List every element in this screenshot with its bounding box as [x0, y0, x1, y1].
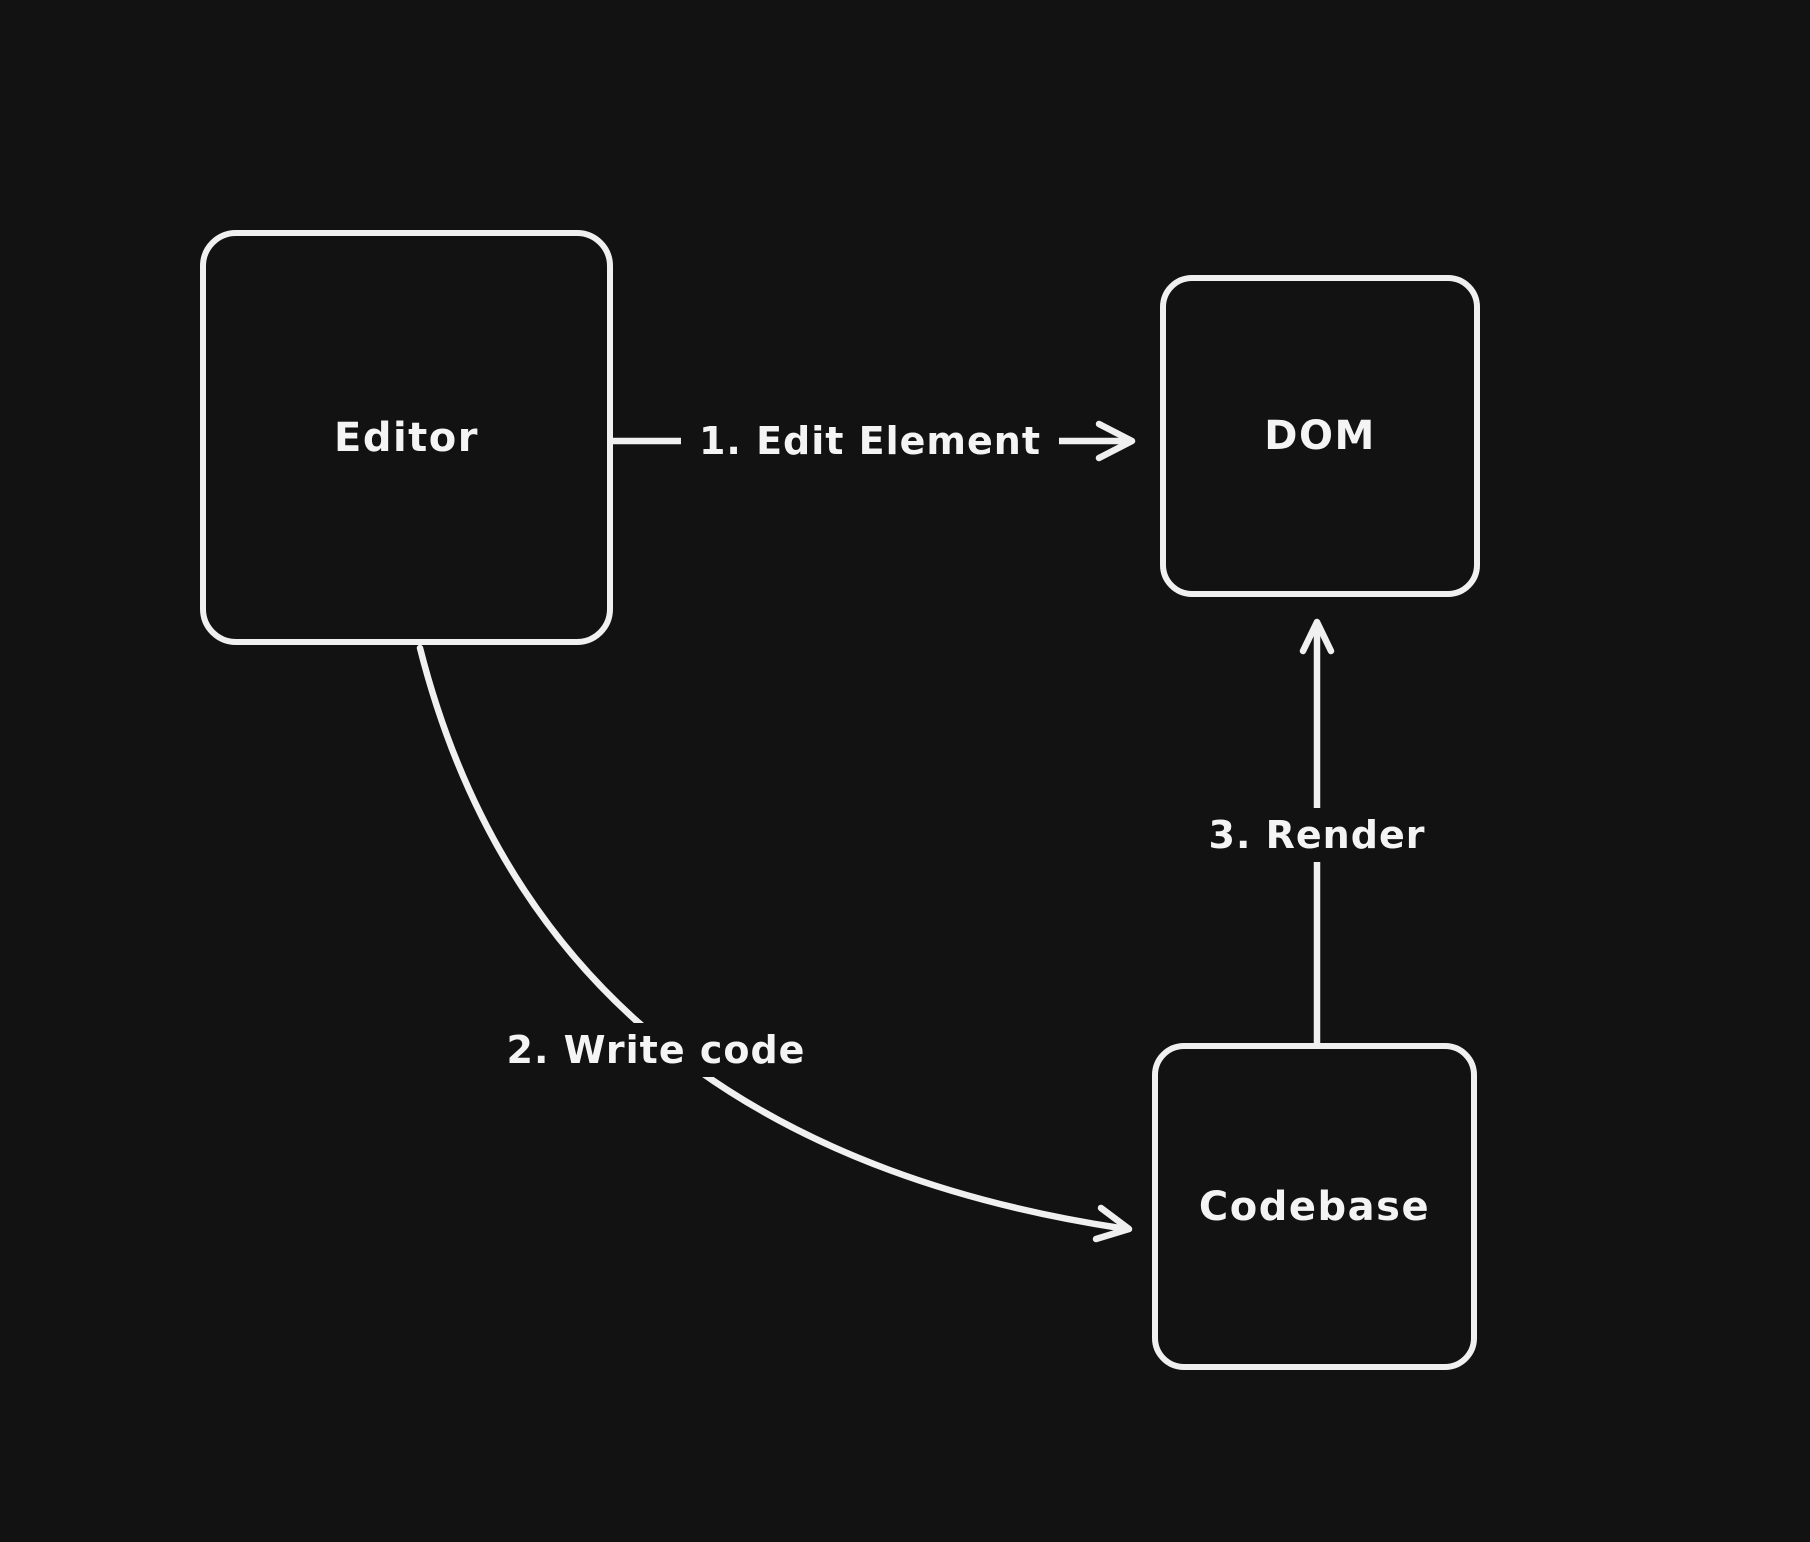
node-dom: DOM: [1160, 275, 1480, 597]
arrow-edit-element-head: [1095, 420, 1136, 462]
arrow-write-code-line: [416, 644, 1124, 1232]
edge-label-write-code: 2. Write code: [488, 1023, 824, 1077]
arrow-render-head: [1299, 618, 1335, 655]
arrow-write-code-head: [1092, 1204, 1133, 1243]
edge-label-render: 3. Render: [1190, 808, 1444, 862]
node-editor-label: Editor: [334, 414, 479, 461]
node-codebase-label: Codebase: [1198, 1183, 1431, 1230]
node-editor: Editor: [200, 230, 613, 645]
arrow-write-code: [416, 644, 1133, 1243]
node-codebase: Codebase: [1152, 1043, 1477, 1370]
edge-label-edit-element: 1. Edit Element: [680, 414, 1060, 468]
node-dom-label: DOM: [1264, 413, 1376, 459]
